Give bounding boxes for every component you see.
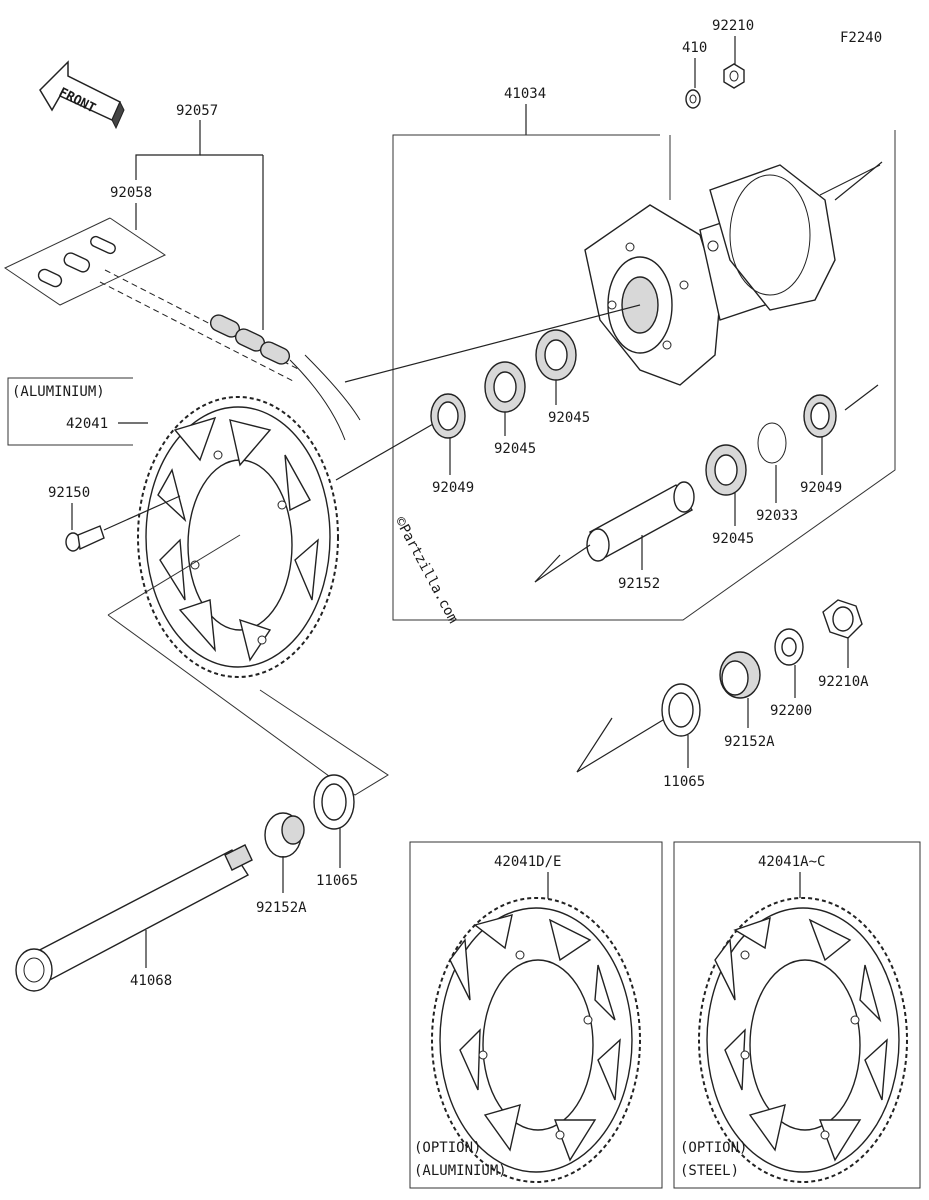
note-option-right: (OPTION) (680, 1140, 747, 1156)
nut-92210 (723, 63, 745, 89)
nut-92210A (822, 599, 863, 639)
note-option-left: (OPTION) (414, 1140, 481, 1156)
label-92152A-right: 92152A (724, 734, 775, 750)
label-42041: 42041 (66, 416, 108, 432)
rear-sprocket-42041 (137, 396, 339, 678)
label-41068: 41068 (130, 973, 172, 989)
master-link-92058 (37, 235, 116, 288)
rear-hub (584, 164, 881, 386)
front-arrow-icon: FRONT (39, 60, 125, 130)
label-92049-left: 92049 (432, 480, 474, 496)
option-aluminium-box (409, 841, 663, 1189)
note-aluminium-left: (ALUMINIUM) (414, 1163, 507, 1179)
bearing-92045-a (484, 361, 526, 413)
label-42041DE: 42041D/E (494, 854, 561, 870)
sprocket-42041DE (431, 897, 641, 1183)
seal-11065-left (313, 774, 355, 830)
bearing-92045-c (705, 444, 747, 496)
label-92045-c: 92045 (712, 531, 754, 547)
oil-seal-92049-left (430, 393, 466, 439)
collar-92152A-left (264, 812, 305, 858)
sprocket-42041AC (698, 897, 908, 1183)
label-11065-right: 11065 (663, 774, 705, 790)
label-92210A: 92210A (818, 674, 869, 690)
label-92045-b: 92045 (548, 410, 590, 426)
label-92049-right: 92049 (800, 480, 842, 496)
label-11065-left: 11065 (316, 873, 358, 889)
label-92058: 92058 (110, 185, 152, 201)
label-92200: 92200 (770, 703, 812, 719)
label-92057: 92057 (176, 103, 218, 119)
bolt-92150 (65, 525, 105, 552)
label-92045-a: 92045 (494, 441, 536, 457)
axle-41068 (15, 844, 253, 992)
note-aluminium-main: (ALUMINIUM) (12, 384, 105, 400)
washer-92200 (774, 628, 804, 666)
label-92210: 92210 (712, 18, 754, 34)
collar-92152A-right (719, 651, 761, 699)
washer-410 (685, 89, 701, 109)
bearing-92045-b (535, 329, 577, 381)
oil-seal-92049-right (803, 394, 837, 438)
watermark: ©Partzilla.com (391, 514, 461, 626)
label-92152: 92152 (618, 576, 660, 592)
label-41034: 41034 (504, 86, 546, 102)
circlip-92033 (757, 422, 787, 464)
label-410: 410 (682, 40, 707, 56)
option-steel-box (673, 841, 921, 1189)
label-92150: 92150 (48, 485, 90, 501)
diagram-code: F2240 (840, 30, 882, 46)
label-92033: 92033 (756, 508, 798, 524)
seal-11065-right (661, 683, 701, 737)
label-92152A-left: 92152A (256, 900, 307, 916)
label-42041AC: 42041A~C (758, 854, 825, 870)
note-steel-right: (STEEL) (680, 1163, 739, 1179)
drive-chain-92057 (99, 269, 361, 441)
spacer-92152 (586, 481, 695, 562)
